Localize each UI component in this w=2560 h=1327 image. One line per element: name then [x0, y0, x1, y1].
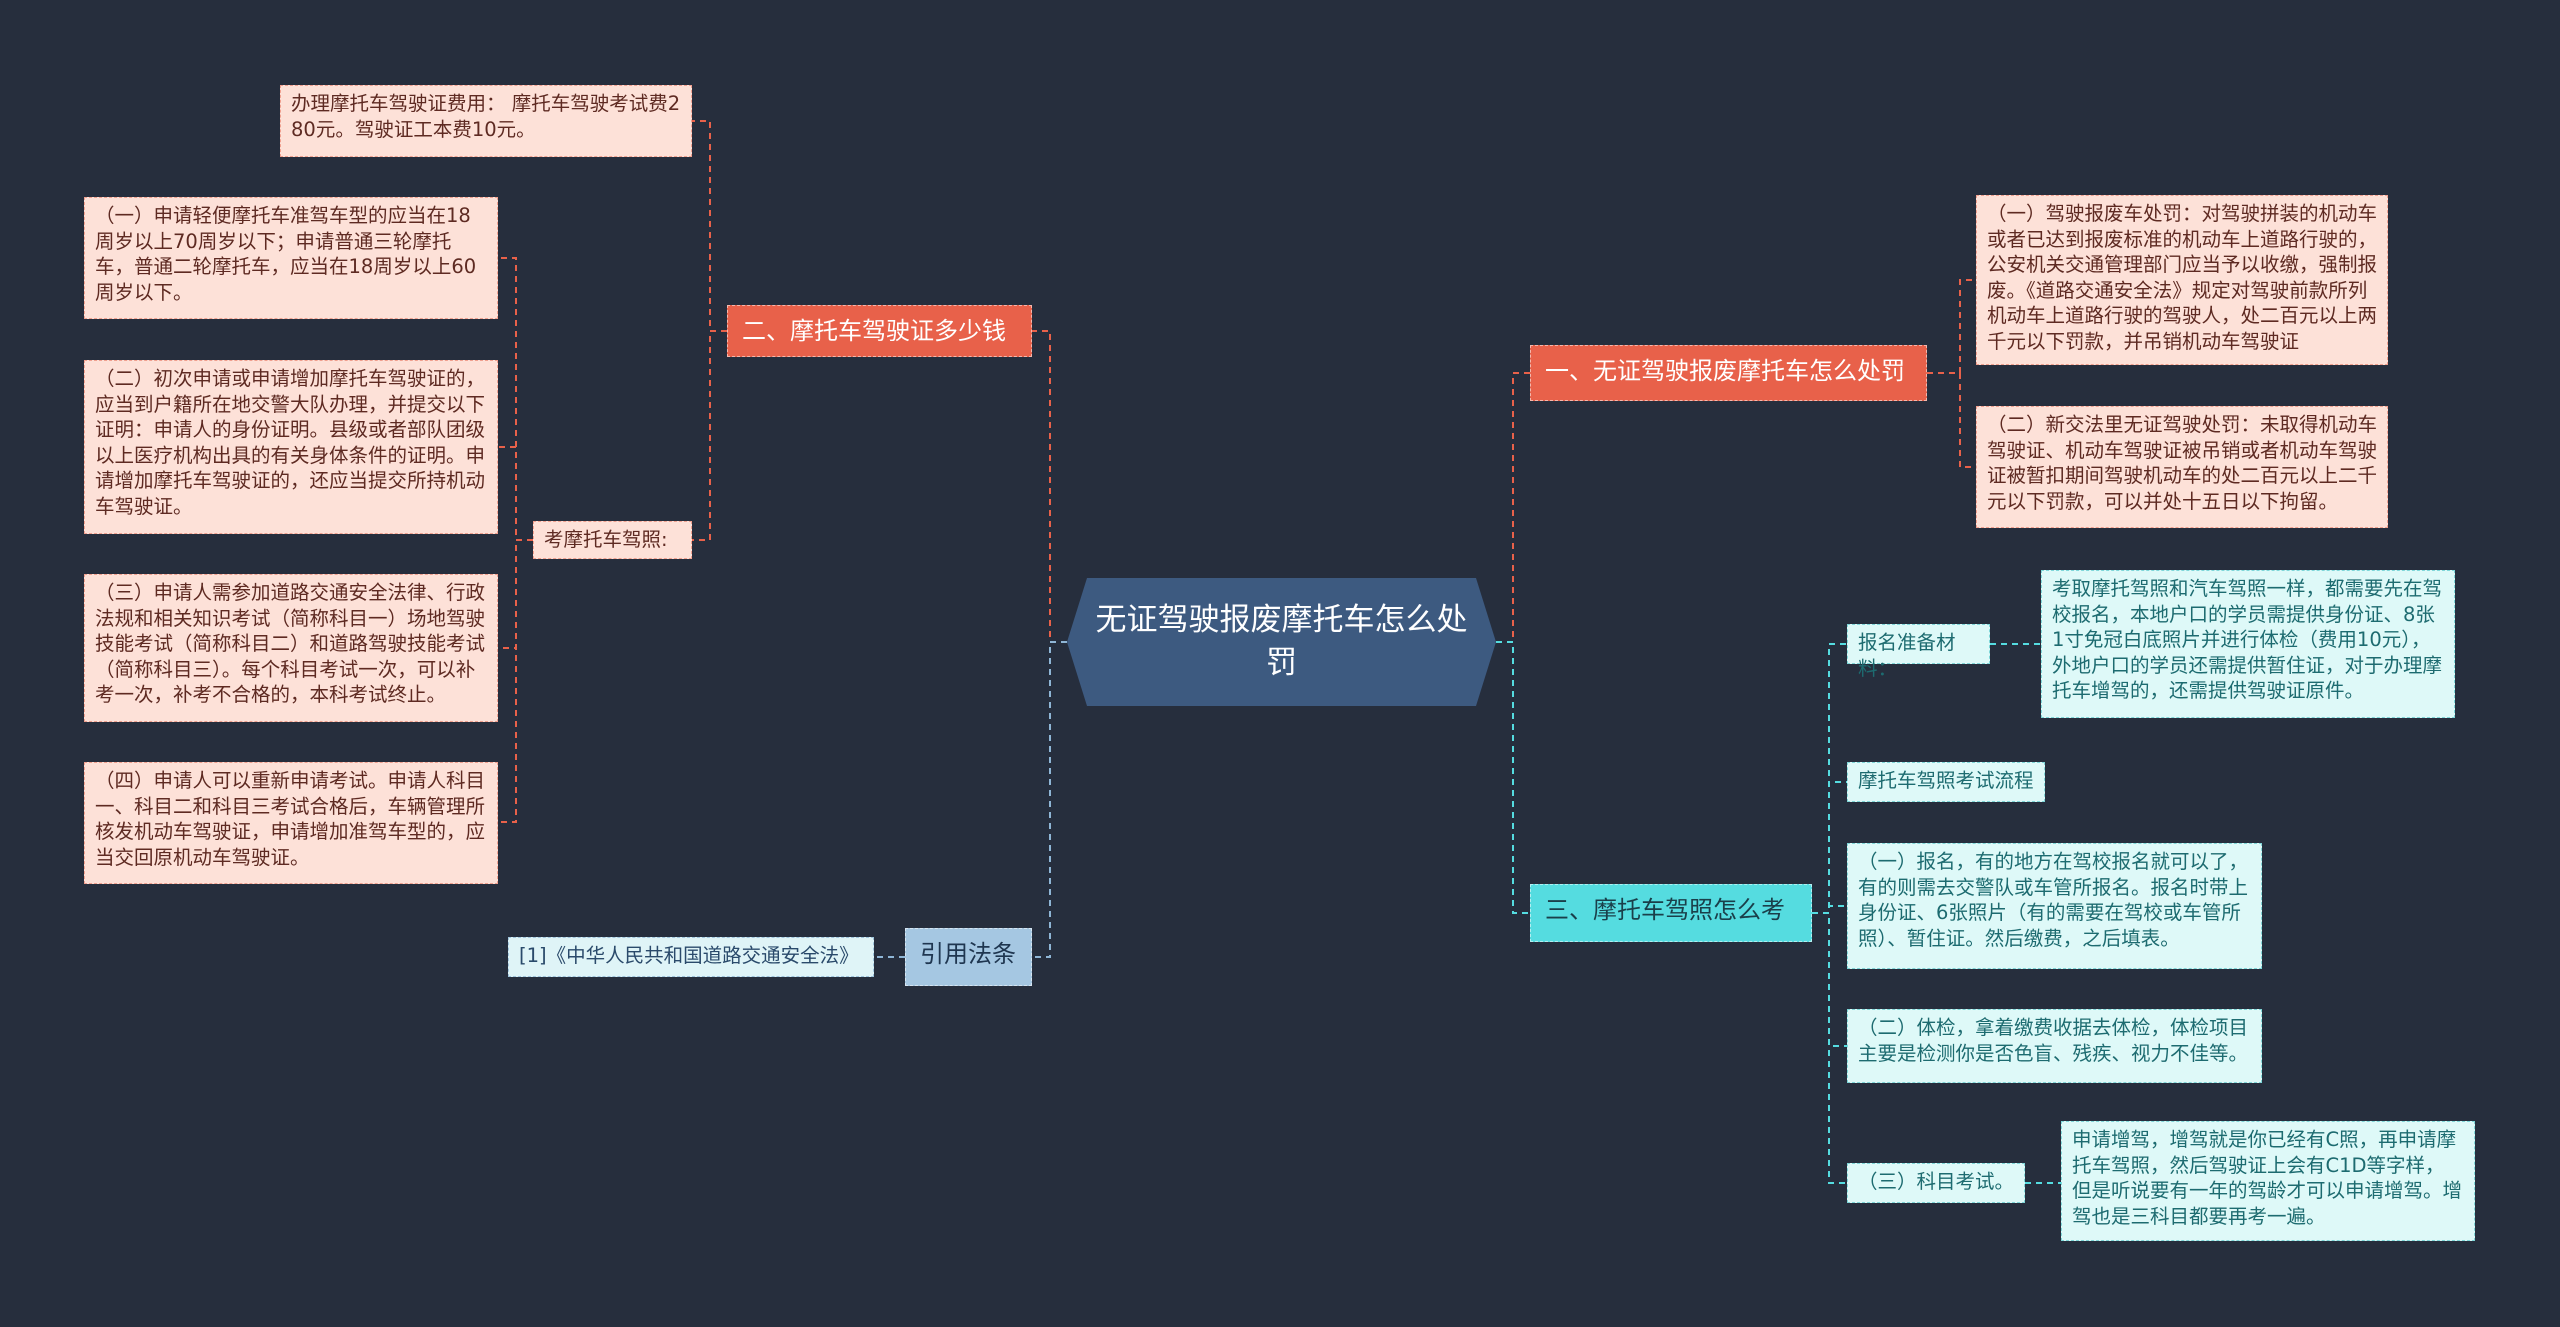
leaf-law-reference[interactable]: [1]《中华人民共和国道路交通安全法》: [508, 937, 874, 977]
leaf-license-fee[interactable]: 办理摩托车驾驶证费用： 摩托车驾驶考试费280元。驾驶证工本费10元。: [280, 85, 692, 157]
leaf-penalty-scrap-vehicle[interactable]: （一）驾驶报废车处罚：对驾驶拼装的机动车或者已达到报废标准的机动车上道路行驶的，…: [1976, 195, 2388, 365]
leaf-materials-label[interactable]: 报名准备材料：: [1847, 624, 1990, 680]
leaf-requirement-1[interactable]: （一）申请轻便摩托车准驾车型的应当在18周岁以上70周岁以下；申请普通三轮摩托车…: [84, 197, 498, 319]
branch-driving-license-cost[interactable]: 二、摩托车驾驶证多少钱: [727, 305, 1032, 357]
leaf-requirement-2[interactable]: （二）初次申请或申请增加摩托车驾驶证的，应当到户籍所在地交警大队办理，并提交以下…: [84, 360, 498, 534]
link-root-b1: [1496, 372, 1530, 643]
leaf-step-3-label[interactable]: （三）科目考试。: [1847, 1163, 2025, 1203]
link-b2-fee: [692, 120, 727, 332]
branch-how-to-get-license[interactable]: 三、摩托车驾照怎么考: [1530, 884, 1812, 942]
root-node[interactable]: 无证驾驶报废摩托车怎么处罚: [1067, 578, 1496, 706]
root-hexagon-shape: [1067, 578, 1496, 706]
leaf-step-1-register[interactable]: （一）报名，有的地方在驾校报名就可以了，有的则需去交警队或车管所报名。报名时带上…: [1847, 843, 2262, 969]
leaf-exam-label[interactable]: 考摩托车驾照:: [533, 521, 692, 559]
link-root-b2: [1032, 330, 1067, 643]
leaf-penalty-unlicensed[interactable]: （二）新交法里无证驾驶处罚：未取得机动车驾驶证、机动车驾驶证被吊销或者机动车驾驶…: [1976, 406, 2388, 528]
link-exam-req1: [498, 257, 533, 541]
leaf-step-3-text[interactable]: 申请增驾，增驾就是你已经有C照，再申请摩托车驾照，然后驾驶证上会有C1D等字样，…: [2061, 1121, 2475, 1241]
link-b3-step1: [1812, 905, 1847, 914]
link-b3-flow: [1812, 781, 1847, 914]
link-b1-pen2: [1927, 372, 1976, 468]
link-b1-pen1: [1927, 279, 1976, 374]
link-root-b3: [1496, 641, 1530, 914]
branch-cited-law[interactable]: 引用法条: [905, 928, 1032, 986]
leaf-materials-text[interactable]: 考取摩托驾照和汽车驾照一样，都需要先在驾校报名，本地户口的学员需提供身份证、8张…: [2041, 570, 2455, 718]
link-exam-req2: [498, 446, 533, 541]
root-title: 无证驾驶报废摩托车怎么处罚: [1095, 602, 1468, 681]
leaf-requirement-4[interactable]: （四）申请人可以重新申请考试。申请人科目一、科目二和科目三考试合格后，车辆管理所…: [84, 762, 498, 884]
link-b3-step3: [1812, 912, 1847, 1184]
leaf-exam-process[interactable]: 摩托车驾照考试流程: [1847, 762, 2045, 802]
link-b3-step2: [1812, 912, 1847, 1047]
link-b2-exam: [692, 330, 727, 541]
leaf-requirement-3[interactable]: （三）申请人需参加道路交通安全法律、行政法规和相关知识考试（简称科目一）场地驾驶…: [84, 574, 498, 722]
link-exam-req4: [498, 539, 533, 823]
branch-unlicensed-scrap-penalty[interactable]: 一、无证驾驶报废摩托车怎么处罚: [1530, 345, 1927, 401]
leaf-step-2-physical[interactable]: （二）体检，拿着缴费收据去体检，体检项目主要是检测你是否色盲、残疾、视力不佳等。: [1847, 1009, 2262, 1083]
link-root-b4: [1032, 641, 1067, 958]
